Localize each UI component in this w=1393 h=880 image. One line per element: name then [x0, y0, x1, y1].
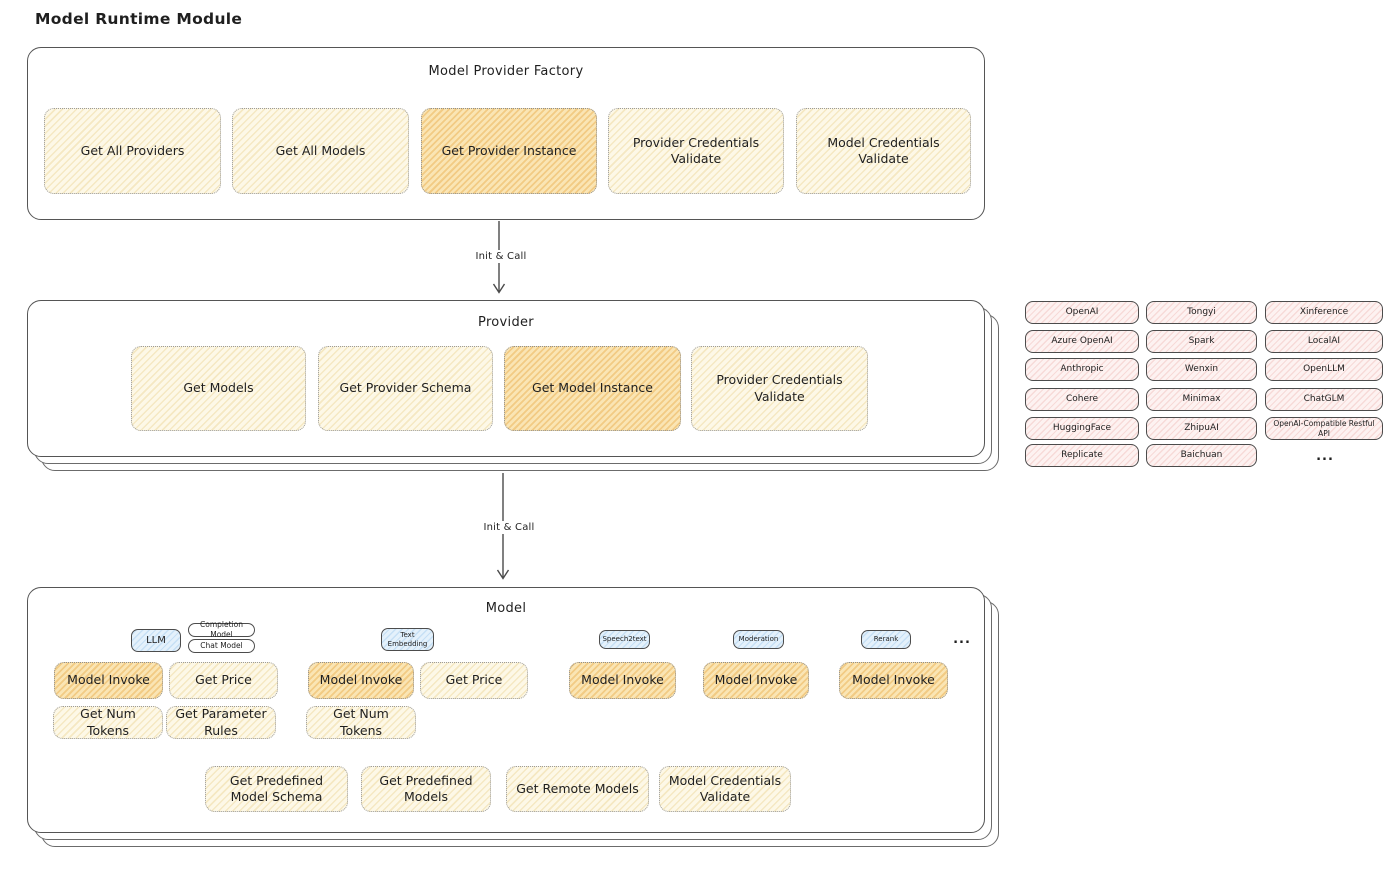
provider-chip-huggingface: HuggingFace — [1025, 417, 1139, 440]
node-provider-credentials-validate-2: Provider Credentials Validate — [691, 346, 868, 431]
provider-chip-localai: LocalAI — [1265, 330, 1383, 353]
node-moderation-model-invoke: Model Invoke — [703, 662, 809, 699]
provider-chip-replicate: Replicate — [1025, 444, 1139, 467]
node-llm-get-price: Get Price — [169, 662, 278, 699]
factory-title: Model Provider Factory — [428, 64, 584, 79]
providers-more-ellipsis: ... — [1316, 449, 1334, 464]
provider-chip-openai: OpenAI — [1025, 301, 1139, 324]
provider-title: Provider — [478, 315, 534, 330]
node-model-credentials-validate: Model Credentials Validate — [796, 108, 971, 194]
node-get-model-instance: Get Model Instance — [504, 346, 681, 431]
node-rerank-model-invoke: Model Invoke — [839, 662, 948, 699]
provider-container: Provider Get Models Get Provider Schema … — [27, 300, 985, 457]
node-get-all-providers: Get All Providers — [44, 108, 221, 194]
provider-chip-spark: Spark — [1146, 330, 1257, 353]
provider-chip-xinference: Xinference — [1265, 301, 1383, 324]
model-title: Model — [485, 601, 527, 616]
node-provider-credentials-validate: Provider Credentials Validate — [608, 108, 784, 194]
provider-chip-anthropic: Anthropic — [1025, 358, 1139, 381]
factory-container: Model Provider Factory Get All Providers… — [27, 47, 985, 220]
provider-chip-minimax: Minimax — [1146, 388, 1257, 411]
node-embedding-get-num-tokens: Get Num Tokens — [306, 706, 416, 739]
tab-moderation: Moderation — [733, 630, 784, 649]
provider-chip-cohere: Cohere — [1025, 388, 1139, 411]
provider-chip-azure-openai: Azure OpenAI — [1025, 330, 1139, 353]
page-title: Model Runtime Module — [35, 10, 243, 28]
provider-chip-tongyi: Tongyi — [1146, 301, 1257, 324]
node-embedding-model-invoke: Model Invoke — [308, 662, 414, 699]
node-get-provider-schema: Get Provider Schema — [318, 346, 493, 431]
node-llm-get-num-tokens: Get Num Tokens — [53, 706, 163, 739]
arrow-label-init-call-2: Init & Call — [466, 521, 552, 534]
node-model-credentials-validate-2: Model Credentials Validate — [659, 766, 791, 812]
provider-chip-chatglm: ChatGLM — [1265, 388, 1383, 411]
model-container: Model LLM Completion Model Chat Model Te… — [27, 587, 985, 833]
provider-chip-openllm: OpenLLM — [1265, 358, 1383, 381]
node-llm-get-parameter-rules: Get Parameter Rules — [166, 706, 276, 739]
node-get-predefined-models: Get Predefined Models — [361, 766, 491, 812]
provider-chip-baichuan: Baichuan — [1146, 444, 1257, 467]
node-get-remote-models: Get Remote Models — [506, 766, 649, 812]
node-speech2text-model-invoke: Model Invoke — [569, 662, 676, 699]
tab-completion-model: Completion Model — [188, 620, 255, 639]
provider-chip-zhipuai: ZhipuAI — [1146, 417, 1257, 440]
tab-chat-model: Chat Model — [188, 639, 255, 653]
tab-speech2text: Speech2text — [599, 630, 650, 649]
provider-chip-wenxin: Wenxin — [1146, 358, 1257, 381]
tabs-more-ellipsis: ... — [953, 632, 971, 647]
provider-chip-openai-compatible: OpenAI-Compatible Restful API — [1265, 417, 1383, 440]
node-get-predefined-model-schema: Get Predefined Model Schema — [205, 766, 348, 812]
tab-text-embedding: Text Embedding — [381, 628, 434, 651]
tab-llm: LLM — [131, 629, 181, 652]
node-llm-model-invoke: Model Invoke — [54, 662, 163, 699]
node-get-provider-instance: Get Provider Instance — [421, 108, 597, 194]
tab-rerank: Rerank — [861, 630, 911, 649]
node-get-models: Get Models — [131, 346, 306, 431]
arrow-label-init-call-1: Init & Call — [458, 250, 544, 263]
node-embedding-get-price: Get Price — [420, 662, 528, 699]
node-get-all-models: Get All Models — [232, 108, 409, 194]
